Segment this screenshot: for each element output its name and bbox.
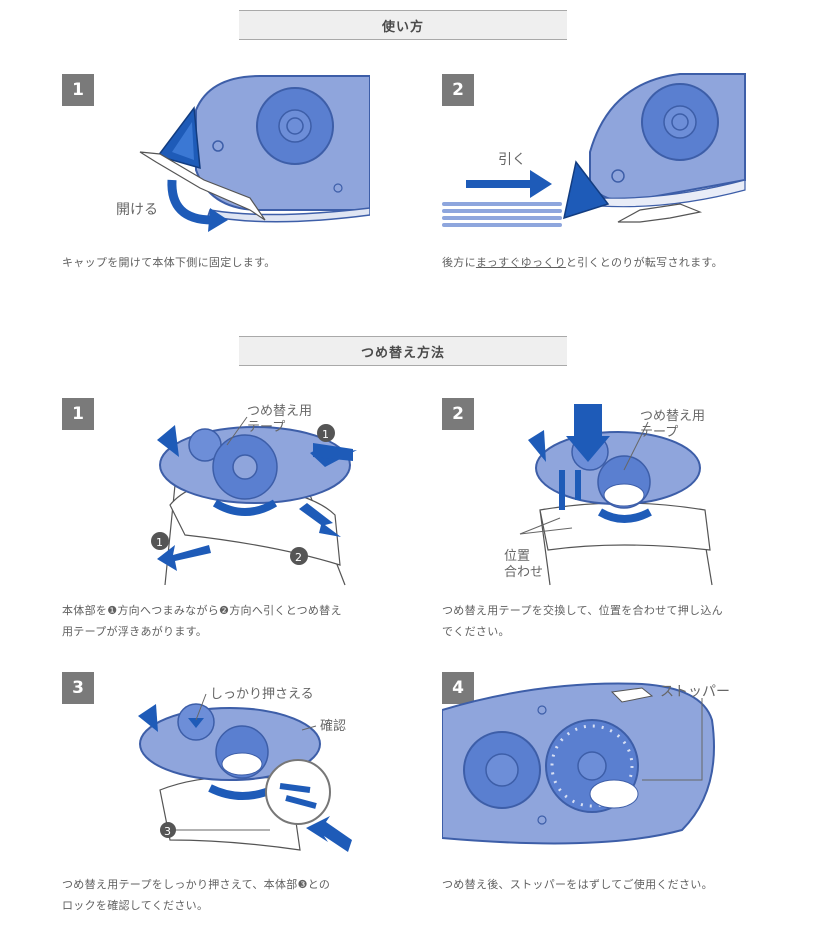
- usage-step-1-illustration: 開ける: [100, 70, 370, 240]
- refill-1-marker-1a: 1: [322, 428, 329, 441]
- refill-step-3-caption: つめ替え用テープをしっかり押さえて、本体部❸との ロックを確認してください。: [62, 874, 330, 916]
- refill-step-3-illustration: しっかり押さえる 確認 3: [130, 680, 370, 865]
- refill-step-4-caption: つめ替え後、ストッパーをはずしてご使用ください。: [442, 878, 713, 891]
- refill-step-2-illustration: つめ替え用 テープ 位置 合わせ: [500, 400, 730, 590]
- refill-step-2-caption-line2: でください。: [442, 625, 510, 638]
- refill-step-4-illustration: ストッパー: [442, 680, 742, 860]
- refill-step-2-caption: つめ替え用テープを交換して、位置を合わせて押し込ん でください。: [442, 600, 723, 642]
- align-label-line1: 位置: [504, 549, 530, 564]
- refill-tape-label-line1: つめ替え用: [247, 404, 312, 419]
- open-label: 開ける: [116, 202, 158, 218]
- refill-1-marker-2: 2: [295, 551, 302, 564]
- refill-2-tape-label-line2: テープ: [640, 425, 678, 440]
- refill-step-1-caption-line2: 用テープが浮きあがります。: [62, 625, 208, 638]
- confirm-label: 確認: [320, 718, 346, 734]
- refill-step-1-badge: 1: [62, 398, 94, 430]
- refill-section-title: つめ替え方法: [239, 336, 567, 366]
- usage-step-1-caption: キャップを開けて本体下側に固定します。: [62, 256, 276, 269]
- refill-3-marker-3: 3: [164, 825, 171, 838]
- align-label-line2: 合わせ: [504, 565, 543, 580]
- stopper-label: ストッパー: [660, 684, 730, 700]
- usage-step-1-badge: 1: [62, 74, 94, 106]
- usage-step-2-caption: 後方にまっすぐゆっくりと引くとのりが転写されます。: [442, 252, 723, 273]
- refill-step-1-caption-line1: 本体部を❶方向へつまみながら❷方向へ引くとつめ替え: [62, 604, 342, 617]
- refill-step-1-illustration: つめ替え用 テープ 1 1 2: [135, 395, 370, 590]
- refill-2-tape-label-line1: つめ替え用: [640, 409, 705, 424]
- usage-section-title: 使い方: [239, 10, 567, 40]
- refill-step-3-caption-line2: ロックを確認してください。: [62, 899, 209, 912]
- refill-step-2-caption-line1: つめ替え用テープを交換して、位置を合わせて押し込ん: [442, 604, 723, 617]
- press-label: しっかり押さえる: [210, 687, 314, 702]
- refill-step-2-badge: 2: [442, 398, 474, 430]
- usage-step-2-illustration: 引く: [440, 72, 750, 242]
- refill-step-3-badge: 3: [62, 672, 94, 704]
- refill-step-1-caption: 本体部を❶方向へつまみながら❷方向へ引くとつめ替え 用テープが浮きあがります。: [62, 600, 342, 642]
- refill-step-4-badge: 4: [442, 672, 474, 704]
- refill-step-3-caption-line1: つめ替え用テープをしっかり押さえて、本体部❸との: [62, 878, 331, 891]
- refill-1-marker-1b: 1: [156, 536, 163, 549]
- refill-tape-label-line2: テープ: [247, 420, 285, 435]
- usage-step-2-caption-before: 後方に: [442, 256, 476, 269]
- pull-label: 引く: [498, 152, 526, 168]
- usage-step-2-badge: 2: [442, 74, 474, 106]
- usage-step-2-caption-underlined: まっすぐゆっくり: [475, 256, 566, 269]
- usage-step-2-caption-after: と引くとのりが転写されます。: [565, 256, 723, 269]
